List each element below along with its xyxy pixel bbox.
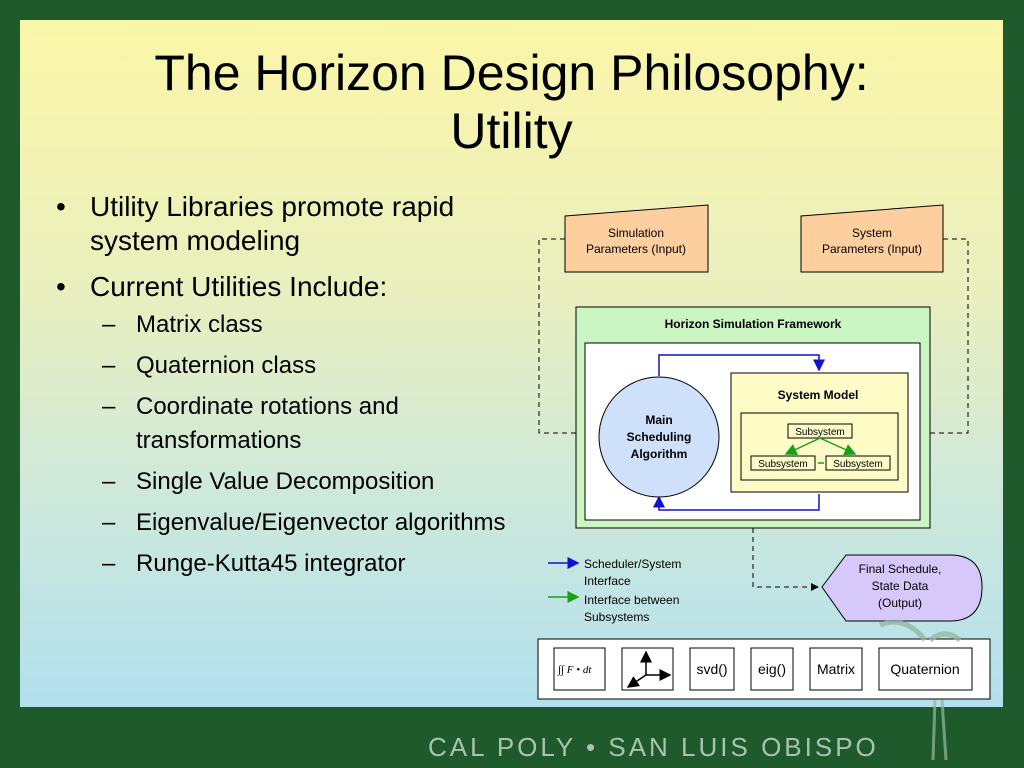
coordinate-utility bbox=[621, 647, 674, 691]
bullet-item: Utility Libraries promote rapid system m… bbox=[50, 190, 520, 258]
matrix-label: Matrix bbox=[817, 661, 855, 677]
integrator-utility bbox=[553, 647, 606, 691]
cal-poly-logo-icon bbox=[879, 619, 962, 761]
output-line-1: Final Schedule, bbox=[859, 562, 942, 576]
output-line-3: (Output) bbox=[878, 596, 922, 610]
bullet-list: Utility Libraries promote rapid system m… bbox=[50, 190, 520, 588]
quaternion-label: Quaternion bbox=[890, 661, 959, 677]
integral-formula: ∫∫ F • dt bbox=[557, 664, 592, 676]
subsystem-label: Subsystem bbox=[833, 459, 882, 470]
sub-bullet-item: Matrix class bbox=[50, 308, 520, 342]
quaternion-utility bbox=[878, 647, 973, 691]
sub-bullet-item: Single Value Decomposition bbox=[50, 465, 520, 499]
eig-label: eig() bbox=[758, 661, 786, 677]
sys-params-arrow bbox=[908, 238, 969, 437]
subsystem-label: Subsystem bbox=[758, 459, 807, 470]
subsystem-link-arrow bbox=[819, 437, 857, 456]
final-schedule-output: Final Schedule, State Data (Output) bbox=[821, 554, 983, 622]
system-parameters-input: System Parameters (Input) bbox=[800, 204, 944, 273]
sim-params-line-2: Parameters (Input) bbox=[586, 242, 686, 256]
algo-line-3: Algorithm bbox=[631, 447, 688, 461]
subsystem-label: Subsystem bbox=[795, 427, 844, 438]
simulation-parameters-input: Simulation Parameters (Input) bbox=[564, 204, 709, 273]
sys-params-line-2: Parameters (Input) bbox=[822, 242, 922, 256]
output-arrow bbox=[752, 528, 819, 591]
sys-params-line-1: System bbox=[852, 226, 892, 240]
model-to-scheduler-arrow bbox=[653, 494, 820, 511]
legend-green-line-2: Subsystems bbox=[584, 610, 649, 624]
bullet-item: Current Utilities Include: bbox=[50, 270, 520, 304]
footer-institution: CAL POLY • SAN LUIS OBISPO bbox=[428, 732, 879, 762]
title-line-1: The Horizon Design Philosophy: bbox=[154, 45, 869, 101]
svd-label: svd() bbox=[696, 661, 727, 677]
sim-params-line-1: Simulation bbox=[608, 226, 664, 240]
sub-bullet-item: Coordinate rotations and transformations bbox=[50, 390, 520, 458]
algo-line-1: Main bbox=[645, 413, 672, 427]
title-line-2: Utility bbox=[450, 103, 573, 159]
sub-bullet-item: Eigenvalue/Eigenvector algorithms bbox=[50, 506, 520, 540]
eig-utility bbox=[750, 647, 794, 691]
slide-title: The Horizon Design Philosophy: Utility bbox=[20, 44, 1003, 160]
axes-icon bbox=[626, 650, 672, 688]
matrix-utility bbox=[809, 647, 863, 691]
legend-green-line-1: Interface between bbox=[584, 593, 679, 607]
sub-bullet-item: Runge-Kutta45 integrator bbox=[50, 547, 520, 581]
algo-line-2: Scheduling bbox=[627, 430, 692, 444]
main-scheduling-algorithm bbox=[598, 376, 720, 498]
subsystem-link-arrow bbox=[784, 437, 821, 455]
framework-title: Horizon Simulation Framework bbox=[665, 317, 842, 331]
legend-blue-line-2: Interface bbox=[584, 574, 631, 588]
subsystem-box bbox=[825, 455, 891, 471]
output-line-2: State Data bbox=[872, 579, 929, 593]
sub-bullet-item: Quaternion class bbox=[50, 349, 520, 383]
subsystem-box bbox=[750, 455, 816, 471]
system-model-title: System Model bbox=[778, 388, 859, 402]
svd-utility bbox=[689, 647, 735, 691]
sim-params-arrow bbox=[538, 238, 599, 437]
legend-blue-line-1: Scheduler/System bbox=[584, 557, 681, 571]
scheduler-to-model-arrow bbox=[658, 354, 825, 376]
